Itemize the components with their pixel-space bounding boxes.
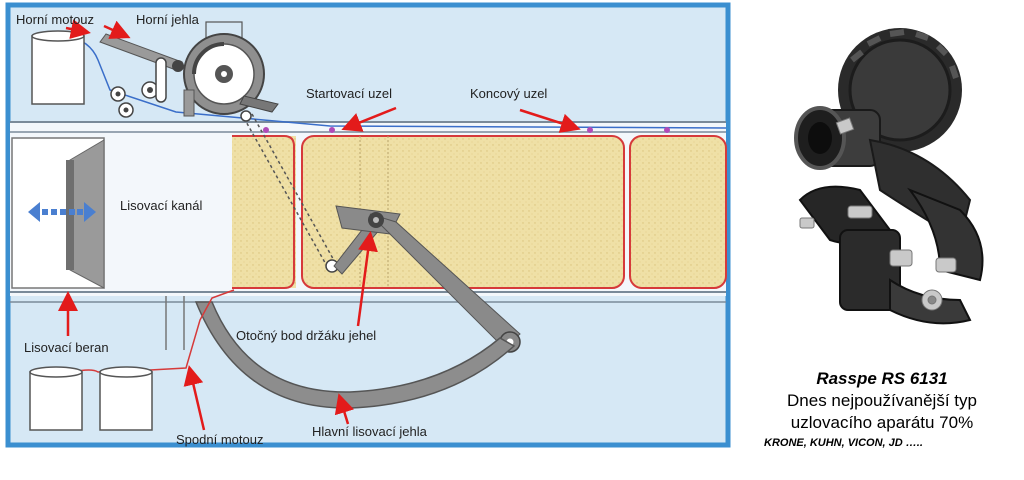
lower-twine-spool-2 [99, 366, 153, 431]
baler-knotter-diagram: Horní motouz Horní jehla Startovací uzel… [5, 2, 731, 448]
product-brands: KRONE, KUHN, VICON, JD ….. [764, 437, 923, 449]
annotation-arrows [58, 19, 581, 431]
twine-tensioner [110, 57, 167, 118]
label-main-needle: Hlavní lisovací jehla [312, 424, 428, 439]
arrow-upper-needle [103, 20, 131, 39]
product-line-2: uzlovacího aparátu 70% [790, 413, 974, 432]
bale-2 [629, 135, 727, 289]
needle-holder-linkage [240, 110, 339, 273]
arrow-start-knot [341, 106, 397, 132]
arrow-upper-twine [65, 19, 91, 39]
label-upper-twine: Horní motouz [16, 12, 94, 27]
end-knot-marker [587, 127, 593, 133]
upper-twine-spool [31, 30, 85, 105]
arrow-lower-twine [183, 365, 206, 431]
arrow-needle-holder-pivot [356, 231, 378, 327]
label-plunger: Lisovací beran [24, 340, 109, 355]
label-lower-twine: Spodní motouz [176, 432, 263, 447]
main-baling-needle [194, 301, 516, 409]
bale-current [232, 136, 296, 288]
product-caption: Rasspe RS 6131 Dnes nejpoužívanější typ … [740, 368, 1024, 452]
label-end-knot: Koncový uzel [470, 86, 547, 101]
knotter-gears [799, 117, 957, 311]
arrow-end-knot [519, 108, 581, 133]
knotter-photo [740, 0, 1024, 370]
knotter [183, 21, 279, 117]
bale-current-twine [232, 135, 295, 289]
knotter-body [794, 28, 984, 325]
lower-twine-spool-1 [29, 366, 83, 431]
label-upper-needle: Horní jehla [136, 12, 200, 27]
product-line-1: Dnes nejpoužívanější typ [787, 391, 977, 410]
end-knot-marker-2 [664, 127, 670, 133]
label-start-knot: Startovací uzel [306, 86, 392, 101]
label-needle-holder-pivot: Otočný bod držáku jehel [236, 328, 376, 343]
label-press-channel: Lisovací kanál [120, 198, 202, 213]
product-title: Rasspe RS 6131 [816, 369, 948, 388]
start-knot-marker [329, 127, 335, 133]
arrow-main-needle [334, 393, 354, 425]
knot-marker-current [263, 127, 269, 133]
plunger-motion-arrow [28, 202, 96, 222]
